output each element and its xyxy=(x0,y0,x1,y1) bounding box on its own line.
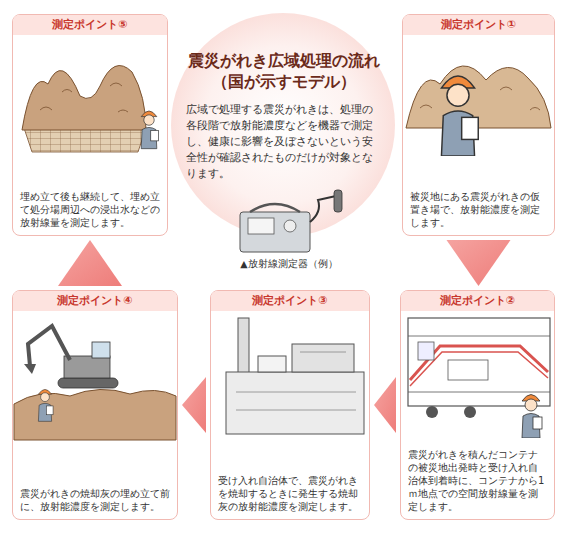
box-text: 受け入れ自治体で、震災がれきを焼却するときに発生する焼却灰の放射能濃度を測定しま… xyxy=(211,474,369,519)
measure-box: 測定ポイント③ 受け入れ自治体で、震災がれきを焼却するときに発生する焼却灰の放射能… xyxy=(210,290,370,520)
flow-arrow xyxy=(182,377,206,433)
flow-arrow xyxy=(374,377,396,433)
label-wrap: ▲放射線測定器（例） xyxy=(224,258,354,270)
label-wrap: 広域で処理する震災がれきは、処理の各段階で放射能濃度などを機器で測定し、健康に影… xyxy=(186,102,382,182)
measure-box: 測定ポイント④ 震災がれきの焼却灰の埋め立て前に、放射能濃度を測定します。 xyxy=(12,290,178,520)
meter-figure xyxy=(240,190,342,252)
intro-text: 広域で処理する震災がれきは、処理の各段階で放射能濃度などを機器で測定し、健康に影… xyxy=(186,102,382,182)
box-text: 震災がれきの焼却灰の埋め立て前に、放射能濃度を測定します。 xyxy=(13,487,177,519)
figure-caption: ▲放射線測定器（例） xyxy=(224,258,354,270)
diagram-title: 震災がれき広域処理の流れ（国が示すモデル） xyxy=(183,50,385,92)
center-circle xyxy=(171,13,395,237)
measure-box: 測定ポイント① 被災地にある震災がれきの仮置き場で、放射能濃度を測定します。 xyxy=(402,14,555,236)
incinerator-figure xyxy=(226,318,364,434)
flow-arrow xyxy=(447,240,511,286)
rubble-figure xyxy=(406,66,551,156)
box-heading: 測定ポイント① xyxy=(403,15,554,35)
measure-box: 測定ポイント⑤ 埋め立て後も継続して、埋め立て処分場周辺への浸出水などの放射線量を… xyxy=(12,14,168,236)
excavator-figure xyxy=(14,326,176,440)
flow-arrow xyxy=(58,240,122,286)
box-heading: 測定ポイント④ xyxy=(13,291,177,311)
box-heading: 測定ポイント⑤ xyxy=(13,15,167,35)
box-text: 被災地にある震災がれきの仮置き場で、放射能濃度を測定します。 xyxy=(403,190,554,235)
box-text: 埋め立て後も継続して、埋め立て処分場周辺への浸出水などの放射線量を測定します。 xyxy=(13,190,167,235)
landfill-figure xyxy=(22,66,159,152)
title-wrap: 震災がれき広域処理の流れ（国が示すモデル） xyxy=(183,50,385,92)
measure-box: 測定ポイント② 震災がれきを積んだコンテナの被災地出発時と受け入れ自治体到着時に、… xyxy=(400,290,555,520)
container-figure xyxy=(408,318,550,438)
box-heading: 測定ポイント③ xyxy=(211,291,369,311)
box-text: 震災がれきを積んだコンテナの被災地出発時と受け入れ自治体到着時に、コンテナから1… xyxy=(401,448,554,519)
box-heading: 測定ポイント② xyxy=(401,291,554,311)
